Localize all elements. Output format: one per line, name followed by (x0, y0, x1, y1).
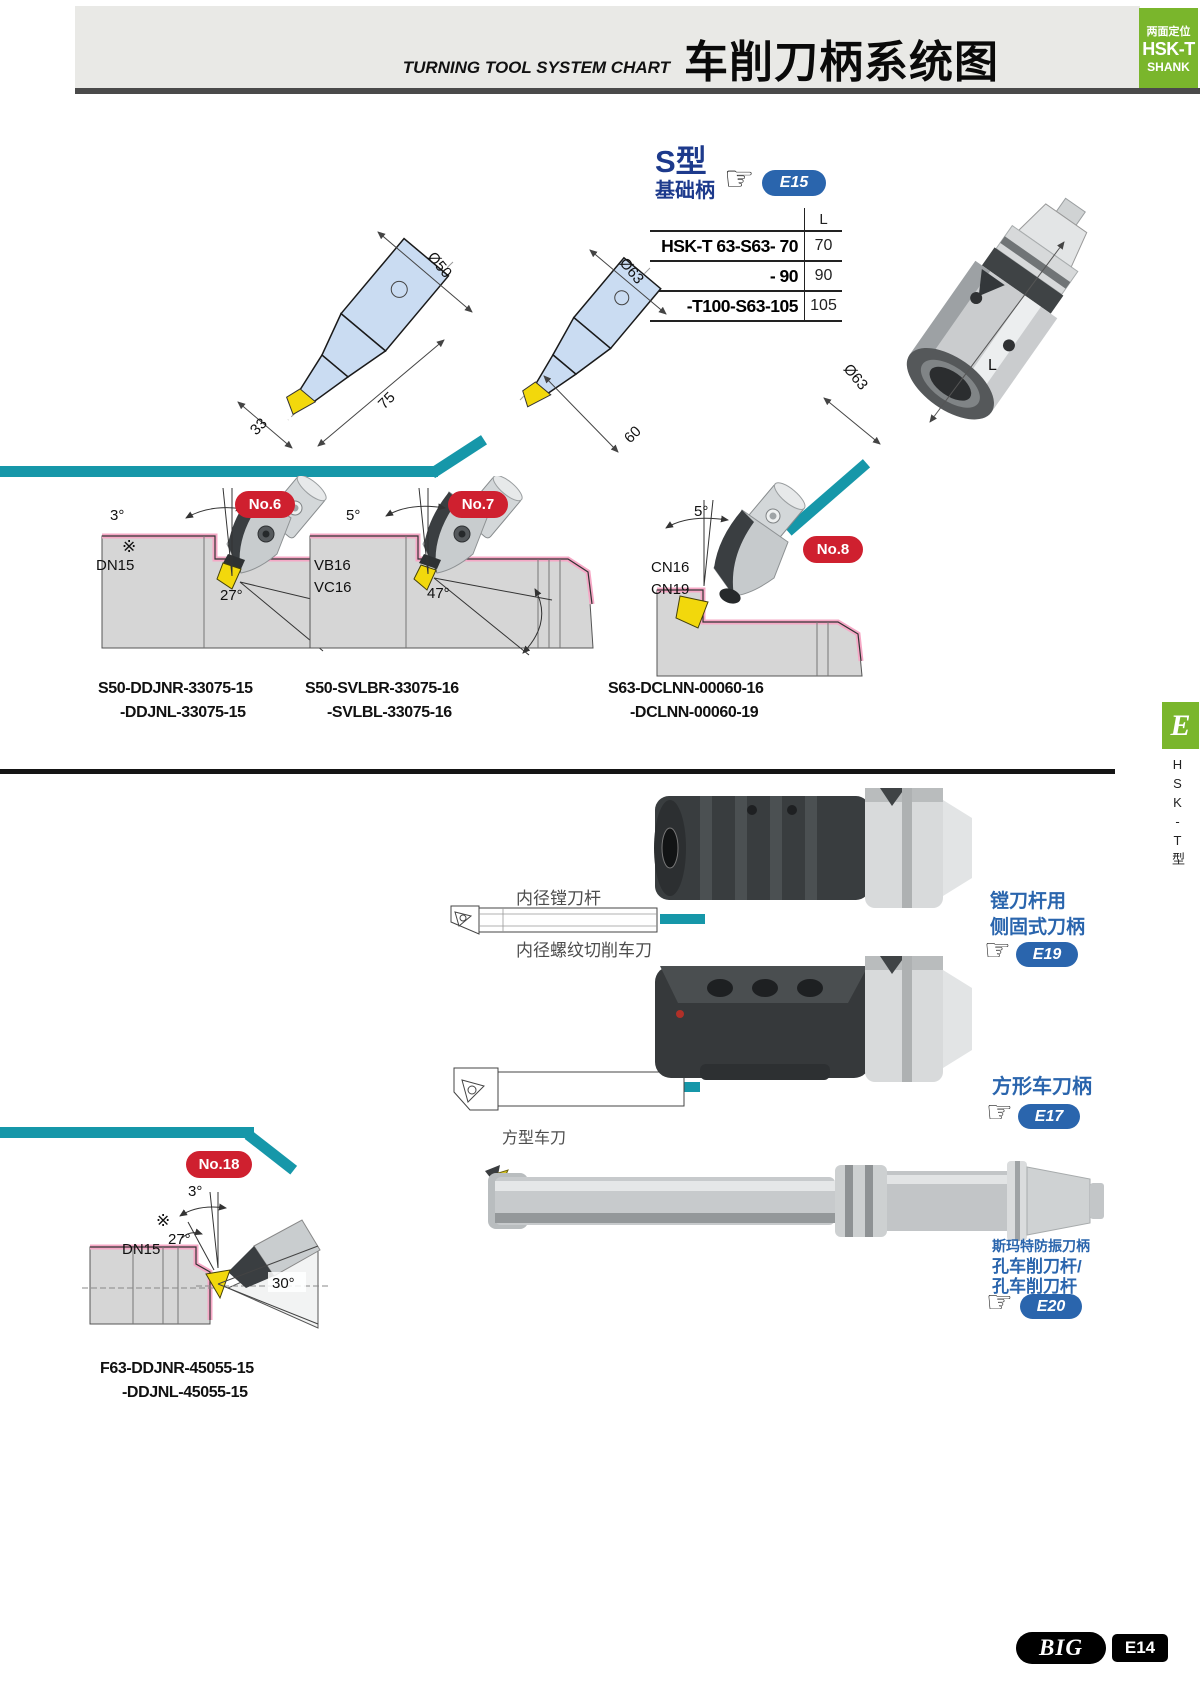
square-holder-photo (655, 956, 972, 1082)
note-mark: ※ (122, 537, 136, 556)
title-e19-line2: 侧固式刀柄 (990, 917, 1086, 938)
antivibration-bar-photo (485, 1161, 1104, 1241)
angle-label: 5° (346, 507, 360, 524)
badge-no6: No.6 (235, 491, 295, 518)
model-length: 90 (804, 262, 842, 290)
part-number: -SVLBL-33075-16 (327, 704, 452, 721)
dim-label: Ø63 (840, 361, 871, 394)
badge-line3: SHANK (1147, 59, 1190, 74)
angle-label: 30° (272, 1275, 295, 1292)
shank-type-badge: 两面定位 HSK-T SHANK (1139, 8, 1198, 88)
title-e20-sub: 斯玛特防振刀柄 (992, 1238, 1090, 1254)
part-number: S50-DDJNR-33075-15 (98, 680, 253, 697)
badge-no7: No.7 (448, 491, 508, 518)
hsk-shank-render: Ø63 L (823, 197, 1088, 445)
table-row: HSK-T 63-S63- 70 70 (650, 230, 842, 260)
angle-label: 5° (694, 503, 708, 520)
diagram-no18: 3° 27° ※ DN15 30° (82, 1183, 330, 1329)
diagram-no8: 5° CN16 CN19 (651, 482, 864, 677)
table-row: - 90 90 (650, 260, 842, 290)
model-length: 70 (804, 232, 842, 260)
connector-line (0, 1127, 254, 1138)
insert-label: DN15 (122, 1241, 160, 1258)
pointing-hand-icon: ☞ (986, 1096, 1013, 1129)
title-e20-line2: 孔车削刀杆 (992, 1277, 1077, 1296)
part-number: S63-DCLNN-00060-16 (608, 680, 764, 697)
model-name: HSK-T 63-S63- 70 (661, 235, 798, 256)
model-name: -T100-S63-105 (686, 295, 799, 316)
s-type-title: S型 (655, 144, 707, 179)
tool-drawing-phi50: Ø50 75 33 (237, 231, 473, 449)
insert-label: VB16 (314, 557, 351, 574)
dim-label: 75 (375, 389, 399, 413)
pointing-hand-icon: ☞ (986, 1286, 1013, 1319)
header-band (75, 6, 1140, 90)
model-table: L HSK-T 63-S63- 70 70 - 90 90 -T100-S63-… (650, 208, 842, 322)
table-row: -T100-S63-105 105 (650, 290, 842, 322)
part-number: -DDJNL-33075-15 (120, 704, 246, 721)
s-type-subtitle: 基础柄 (655, 180, 715, 202)
badge-no8: No.8 (803, 536, 863, 563)
model-length: 105 (804, 292, 842, 320)
page-ref-e17[interactable]: E17 (1018, 1104, 1080, 1129)
badge-line1: 两面定位 (1146, 25, 1191, 38)
title-e20-line1: 孔车削刀杆/ (992, 1257, 1082, 1276)
part-number: S50-SVLBR-33075-16 (305, 680, 459, 697)
dim-label: L (988, 357, 997, 374)
label-square-tool: 方型车刀 (502, 1130, 567, 1147)
connector-dash (660, 914, 705, 924)
note-mark: ※ (156, 1211, 170, 1230)
title-e19-line1: 镗刀杆用 (990, 891, 1067, 912)
badge-line2: HSK-T (1142, 38, 1195, 59)
dim-label: 60 (621, 423, 645, 447)
label-boring-bar: 内径镗刀杆 (516, 889, 601, 908)
page-ref-e15[interactable]: E15 (762, 170, 826, 196)
page-ref-e19[interactable]: E19 (1016, 942, 1078, 967)
table-header-row: L (650, 208, 842, 230)
connector-line (244, 1130, 298, 1175)
insert-label: CN19 (651, 581, 689, 598)
insert-label: VC16 (314, 579, 352, 596)
insert-label: DN15 (96, 557, 134, 574)
angle-label: 27° (168, 1231, 191, 1248)
model-name: - 90 (769, 265, 799, 286)
col-header-L: L (804, 208, 842, 230)
section-divider (0, 769, 1115, 774)
label-thread-tool: 内径螺纹切削车刀 (516, 941, 652, 960)
part-number: F63-DDJNR-45055-15 (100, 1360, 254, 1377)
angle-label: 27° (220, 587, 243, 604)
page-title-cn: 车削刀柄系统图 (684, 38, 999, 87)
connector-line (0, 466, 438, 477)
part-number: -DDJNL-45055-15 (122, 1384, 248, 1401)
badge-no18: No.18 (186, 1151, 252, 1178)
square-tool-drawing (453, 1067, 685, 1111)
dim-label: 33 (247, 415, 271, 439)
chapter-vertical-label: HSK-T型 (1170, 757, 1185, 869)
angle-label: 3° (188, 1183, 202, 1200)
diagram-no7: 5° VB16 VC16 47° (309, 476, 595, 656)
angle-label: 3° (110, 507, 124, 524)
boring-bar-drawing (450, 905, 658, 935)
insert-label: CN16 (651, 559, 689, 576)
page-ref-e20[interactable]: E20 (1020, 1294, 1082, 1319)
page-number-badge: E14 (1112, 1634, 1168, 1662)
tool-drawing-phi63: Ø63 60 (519, 249, 667, 453)
header-rule (75, 88, 1200, 94)
part-number: -DCLNN-00060-19 (630, 704, 759, 721)
chapter-tab[interactable]: E (1162, 702, 1199, 749)
angle-label: 47° (427, 585, 450, 602)
pointing-hand-icon: ☞ (724, 160, 755, 198)
side-lock-holder-photo (654, 788, 972, 908)
pointing-hand-icon: ☞ (984, 934, 1011, 967)
brand-logo: BIG (1016, 1632, 1106, 1664)
title-e17: 方形车刀柄 (992, 1076, 1092, 1098)
page-title-en: TURNING TOOL SYSTEM CHART (402, 58, 670, 77)
